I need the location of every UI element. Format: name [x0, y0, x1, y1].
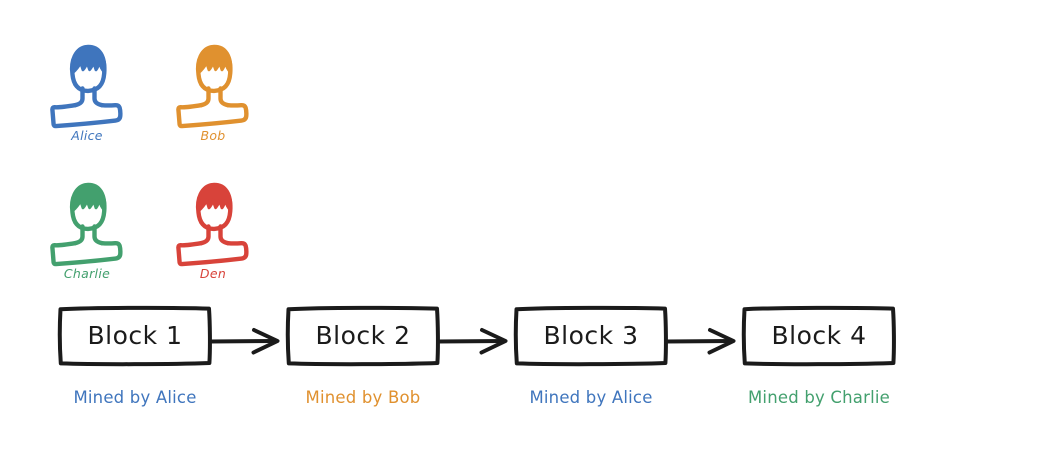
block-outline-icon [57, 305, 212, 367]
participant-label-den: Den [199, 266, 227, 281]
person-avatar-icon [176, 44, 249, 129]
participant-alice[interactable]: Alice [44, 34, 130, 143]
participant-label-charlie: Charlie [63, 266, 111, 281]
participant-charlie[interactable]: Charlie [44, 172, 130, 281]
arrow-right-icon [436, 328, 508, 355]
participant-label-alice: Alice [71, 128, 103, 143]
block-3-box[interactable]: Block 3 [513, 305, 668, 367]
arrow-right-icon [208, 328, 280, 355]
block-outline-icon [513, 305, 668, 367]
block-outline-icon [285, 305, 440, 367]
participant-label-bob: Bob [200, 128, 226, 143]
arrow-right-icon [664, 328, 736, 355]
person-avatar-icon [50, 44, 123, 129]
participant-den[interactable]: Den [170, 172, 256, 281]
participant-bob[interactable]: Bob [170, 34, 256, 143]
block-2-label: Block 2 [315, 321, 411, 350]
block-4-caption: Mined by Charlie [747, 388, 891, 407]
block-1-label: Block 1 [87, 321, 183, 350]
person-avatar-icon [50, 182, 123, 267]
block-2-box[interactable]: Block 2 [285, 305, 440, 367]
block-1-caption: Mined by Alice [73, 388, 197, 407]
block-1-box[interactable]: Block 1 [57, 305, 212, 367]
person-avatar-icon [176, 182, 249, 267]
block-1[interactable]: Block 1 Mined by Alice [30, 296, 240, 407]
block-3[interactable]: Block 3 Mined by Alice [486, 296, 696, 407]
block-3-label: Block 3 [543, 321, 639, 350]
blockchain-chain: Block 1 Mined by Alice Block 2 Mined by … [0, 296, 1046, 426]
block-3-caption: Mined by Alice [529, 388, 653, 407]
block-4[interactable]: Block 4 Mined by Charlie [714, 296, 924, 407]
block-2-caption: Mined by Bob [305, 388, 421, 407]
block-outline-icon [741, 305, 896, 367]
block-2[interactable]: Block 2 Mined by Bob [258, 296, 468, 407]
block-4-box[interactable]: Block 4 [741, 305, 896, 367]
block-4-label: Block 4 [771, 321, 867, 350]
